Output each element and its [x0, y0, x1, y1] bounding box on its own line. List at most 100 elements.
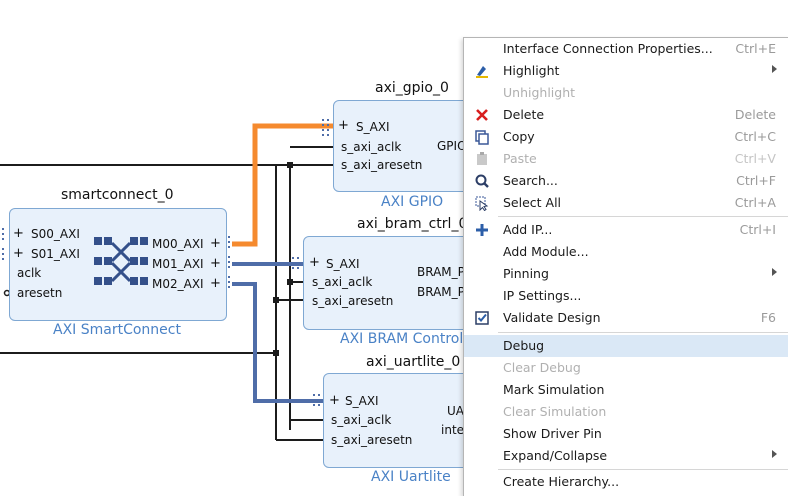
plus-icon[interactable]: +	[13, 226, 24, 241]
menu-separator	[498, 469, 788, 470]
search-icon	[475, 174, 489, 188]
menu-item-label: Validate Design	[503, 310, 601, 325]
port-m01-axi[interactable]: M01_AXI	[152, 257, 204, 271]
menu-item-interface-connection-properties[interactable]: Interface Connection Properties... Ctrl+…	[464, 38, 788, 60]
port-gpio-s-axi[interactable]: S_AXI	[356, 120, 390, 134]
bus-m00-to-gpio	[232, 123, 334, 247]
menu-item-mark-simulation[interactable]: Mark Simulation	[464, 379, 788, 401]
port-gpio-aclk[interactable]: s_axi_aclk	[341, 140, 402, 154]
smartconnect-title: smartconnect_0	[61, 187, 174, 203]
port-bram-s-axi[interactable]: S_AXI	[326, 257, 360, 271]
menu-item-add-ip[interactable]: Add IP... Ctrl+I	[464, 219, 788, 241]
bram-type: AXI BRAM Controller	[340, 331, 482, 347]
menu-separator	[498, 332, 788, 333]
menu-item-highlight[interactable]: Highlight	[464, 60, 788, 82]
menu-item-label: Clear Simulation	[503, 404, 607, 419]
menu-item-pinning[interactable]: Pinning	[464, 263, 788, 285]
context-menu: Interface Connection Properties... Ctrl+…	[463, 37, 788, 496]
menu-item-ip-settings[interactable]: IP Settings...	[464, 285, 788, 307]
copy-icon	[475, 130, 489, 145]
plus-icon[interactable]: +	[210, 256, 221, 271]
uart-type: AXI Uartlite	[371, 469, 451, 485]
plus-icon[interactable]: +	[329, 393, 340, 408]
menu-item-label: Select All	[503, 195, 562, 210]
menu-item-shortcut: F6	[760, 310, 776, 325]
menu-item-clear-debug[interactable]: Clear Debug	[464, 357, 788, 379]
menu-item-label: Show Driver Pin	[503, 426, 602, 441]
menu-item-shortcut: Ctrl+F	[736, 173, 776, 188]
port-bram-aresetn[interactable]: s_axi_aresetn	[312, 294, 394, 308]
port-uart-aresetn[interactable]: s_axi_aresetn	[331, 433, 413, 447]
port-m02-axi[interactable]: M02_AXI	[152, 277, 204, 291]
add-icon	[476, 224, 488, 236]
menu-item-unhighlight[interactable]: Unhighlight	[464, 82, 788, 104]
port-uart-aclk[interactable]: s_axi_aclk	[331, 413, 392, 427]
menu-item-label: Interface Connection Properties...	[503, 41, 713, 56]
menu-item-label: Create Hierarchy...	[503, 474, 620, 489]
smartconnect-block[interactable]	[9, 208, 227, 321]
menu-item-label: Pinning	[503, 266, 549, 281]
menu-item-expand-collapse[interactable]: Expand/Collapse	[464, 445, 788, 467]
menu-item-validate-design[interactable]: Validate Design F6	[464, 307, 788, 329]
port-s01-axi[interactable]: S01_AXI	[31, 247, 80, 261]
menu-item-select-all[interactable]: Select All Ctrl+A	[464, 192, 788, 214]
port-m00-axi[interactable]: M00_AXI	[152, 237, 204, 251]
plus-icon[interactable]: +	[338, 118, 349, 133]
menu-item-search[interactable]: Search... Ctrl+F	[464, 170, 788, 192]
uart-title: axi_uartlite_0	[366, 354, 461, 370]
menu-item-clear-simulation[interactable]: Clear Simulation	[464, 401, 788, 423]
menu-item-label: Expand/Collapse	[503, 448, 608, 463]
menu-item-paste[interactable]: Paste Ctrl+V	[464, 148, 788, 170]
port-s00-axi[interactable]: S00_AXI	[31, 227, 80, 241]
menu-item-show-driver-pin[interactable]: Show Driver Pin	[464, 423, 788, 445]
menu-item-label: Mark Simulation	[503, 382, 605, 397]
highlight-icon	[476, 66, 488, 78]
menu-item-shortcut: Ctrl+E	[735, 41, 776, 56]
menu-item-delete[interactable]: Delete Delete	[464, 104, 788, 126]
port-gpio-out[interactable]: GPIO	[437, 139, 467, 153]
menu-item-label: IP Settings...	[503, 288, 582, 303]
menu-item-label: Paste	[503, 151, 537, 166]
delete-icon	[476, 109, 488, 121]
menu-item-add-module[interactable]: Add Module...	[464, 241, 788, 263]
net-reset-bottom	[0, 352, 277, 440]
bus-m02-to-uart	[232, 282, 324, 403]
menu-item-label: Clear Debug	[503, 360, 581, 375]
menu-item-shortcut: Ctrl+A	[734, 195, 776, 210]
bram-block[interactable]	[303, 236, 493, 330]
bram-title: axi_bram_ctrl_0	[357, 216, 468, 232]
port-aresetn[interactable]: aresetn	[17, 286, 63, 300]
net-reset-up	[275, 164, 334, 353]
port-uart-interrupt[interactable]: inte	[441, 423, 465, 437]
menu-item-copy[interactable]: Copy Ctrl+C	[464, 126, 788, 148]
menu-item-label: Copy	[503, 129, 535, 144]
port-aclk[interactable]: aclk	[17, 266, 42, 280]
menu-item-shortcut: Ctrl+C	[734, 129, 776, 144]
validate-icon	[475, 311, 489, 325]
port-gpio-aresetn[interactable]: s_axi_aresetn	[341, 158, 423, 172]
menu-item-debug[interactable]: Debug	[464, 335, 788, 357]
menu-item-label: Delete	[503, 107, 545, 122]
menu-item-label: Add Module...	[503, 244, 589, 259]
submenu-arrow-icon	[772, 268, 777, 276]
plus-icon[interactable]: +	[210, 276, 221, 291]
plus-icon[interactable]: +	[13, 246, 24, 261]
paste-icon	[477, 152, 487, 165]
port-bram-porta[interactable]: BRAM_P	[417, 265, 465, 279]
menu-item-label: Add IP...	[503, 222, 553, 237]
submenu-arrow-icon	[772, 65, 777, 73]
plus-icon[interactable]: +	[210, 236, 221, 251]
gpio-type: AXI GPIO	[381, 194, 444, 210]
smartconnect-type: AXI SmartConnect	[53, 322, 181, 338]
menu-separator	[498, 216, 788, 217]
crossbar-icon	[94, 237, 148, 285]
menu-item-create-hierarchy[interactable]: Create Hierarchy...	[464, 471, 788, 493]
port-bram-aclk[interactable]: s_axi_aclk	[312, 275, 373, 289]
port-uart-ua[interactable]: UA	[447, 404, 464, 418]
menu-item-label: Unhighlight	[503, 85, 576, 100]
port-uart-s-axi[interactable]: S_AXI	[345, 394, 379, 408]
plus-icon[interactable]: +	[309, 255, 320, 270]
port-bram-portb[interactable]: BRAM_P	[417, 285, 465, 299]
menu-item-shortcut: Ctrl+I	[739, 222, 776, 237]
menu-item-shortcut: Ctrl+V	[734, 151, 776, 166]
